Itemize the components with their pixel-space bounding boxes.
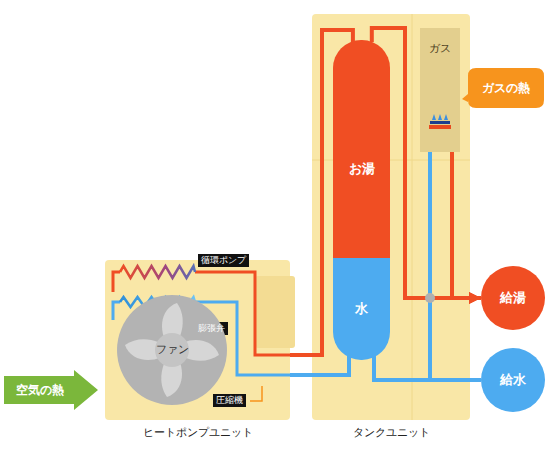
- pump-label: 循環ポンプ: [198, 254, 249, 267]
- cold-water-pipe: [374, 356, 481, 380]
- compressor-label: 圧縮機: [213, 394, 246, 407]
- compressor-label-text: 圧縮機: [216, 395, 243, 406]
- tank-unit-housing: [312, 14, 470, 420]
- hot-water-outlet-text: 給湯: [500, 290, 526, 306]
- hot-water-pipe: [452, 152, 481, 298]
- fan-circle-text: ファン: [156, 343, 189, 356]
- cold-water-tank-text: 水: [355, 301, 368, 317]
- condenser-coil: [120, 266, 195, 278]
- air-heat-arrow-text: 空気の熱: [16, 383, 64, 397]
- cold-water-tank: 水: [333, 258, 390, 360]
- heat-pump-side-panel: [255, 276, 295, 348]
- panel-seam: [412, 14, 413, 420]
- valve-label-text: 膨張弁: [198, 323, 225, 334]
- cold-water-pipe: [290, 356, 349, 375]
- refrigerant-line: [250, 386, 262, 401]
- hot-water-tank: お湯: [333, 40, 390, 258]
- hot-water-tank-text: お湯: [349, 161, 375, 177]
- heat-pump-unit-text: ヒートポンプユニット: [105, 426, 290, 439]
- gas-heat-callout-text: ガスの熱: [482, 81, 530, 95]
- hot-water-outlet: 給湯: [481, 266, 545, 330]
- gas-heat-callout: ガスの熱: [468, 68, 544, 108]
- tank-unit: タンクユニットお湯水ガス: [312, 14, 470, 420]
- fan-circle: ファン: [117, 295, 227, 405]
- water-inlet: 給水: [481, 348, 545, 412]
- pump-label-text: 循環ポンプ: [201, 255, 246, 266]
- junction-dot: [425, 293, 435, 303]
- valve-label: 膨張弁: [195, 322, 228, 335]
- air-heat-arrow: 空気の熱: [4, 370, 98, 410]
- gas-boiler-text: ガス: [429, 42, 451, 152]
- cold-water-pipe: [430, 152, 481, 380]
- water-inlet-text: 給水: [500, 372, 526, 388]
- gas-boiler: ガス: [420, 28, 460, 152]
- tank-unit-text: タンクユニット: [312, 426, 470, 439]
- heat-pump-unit: ヒートポンプユニット循環ポンプ膨張弁ファン圧縮機: [105, 260, 290, 420]
